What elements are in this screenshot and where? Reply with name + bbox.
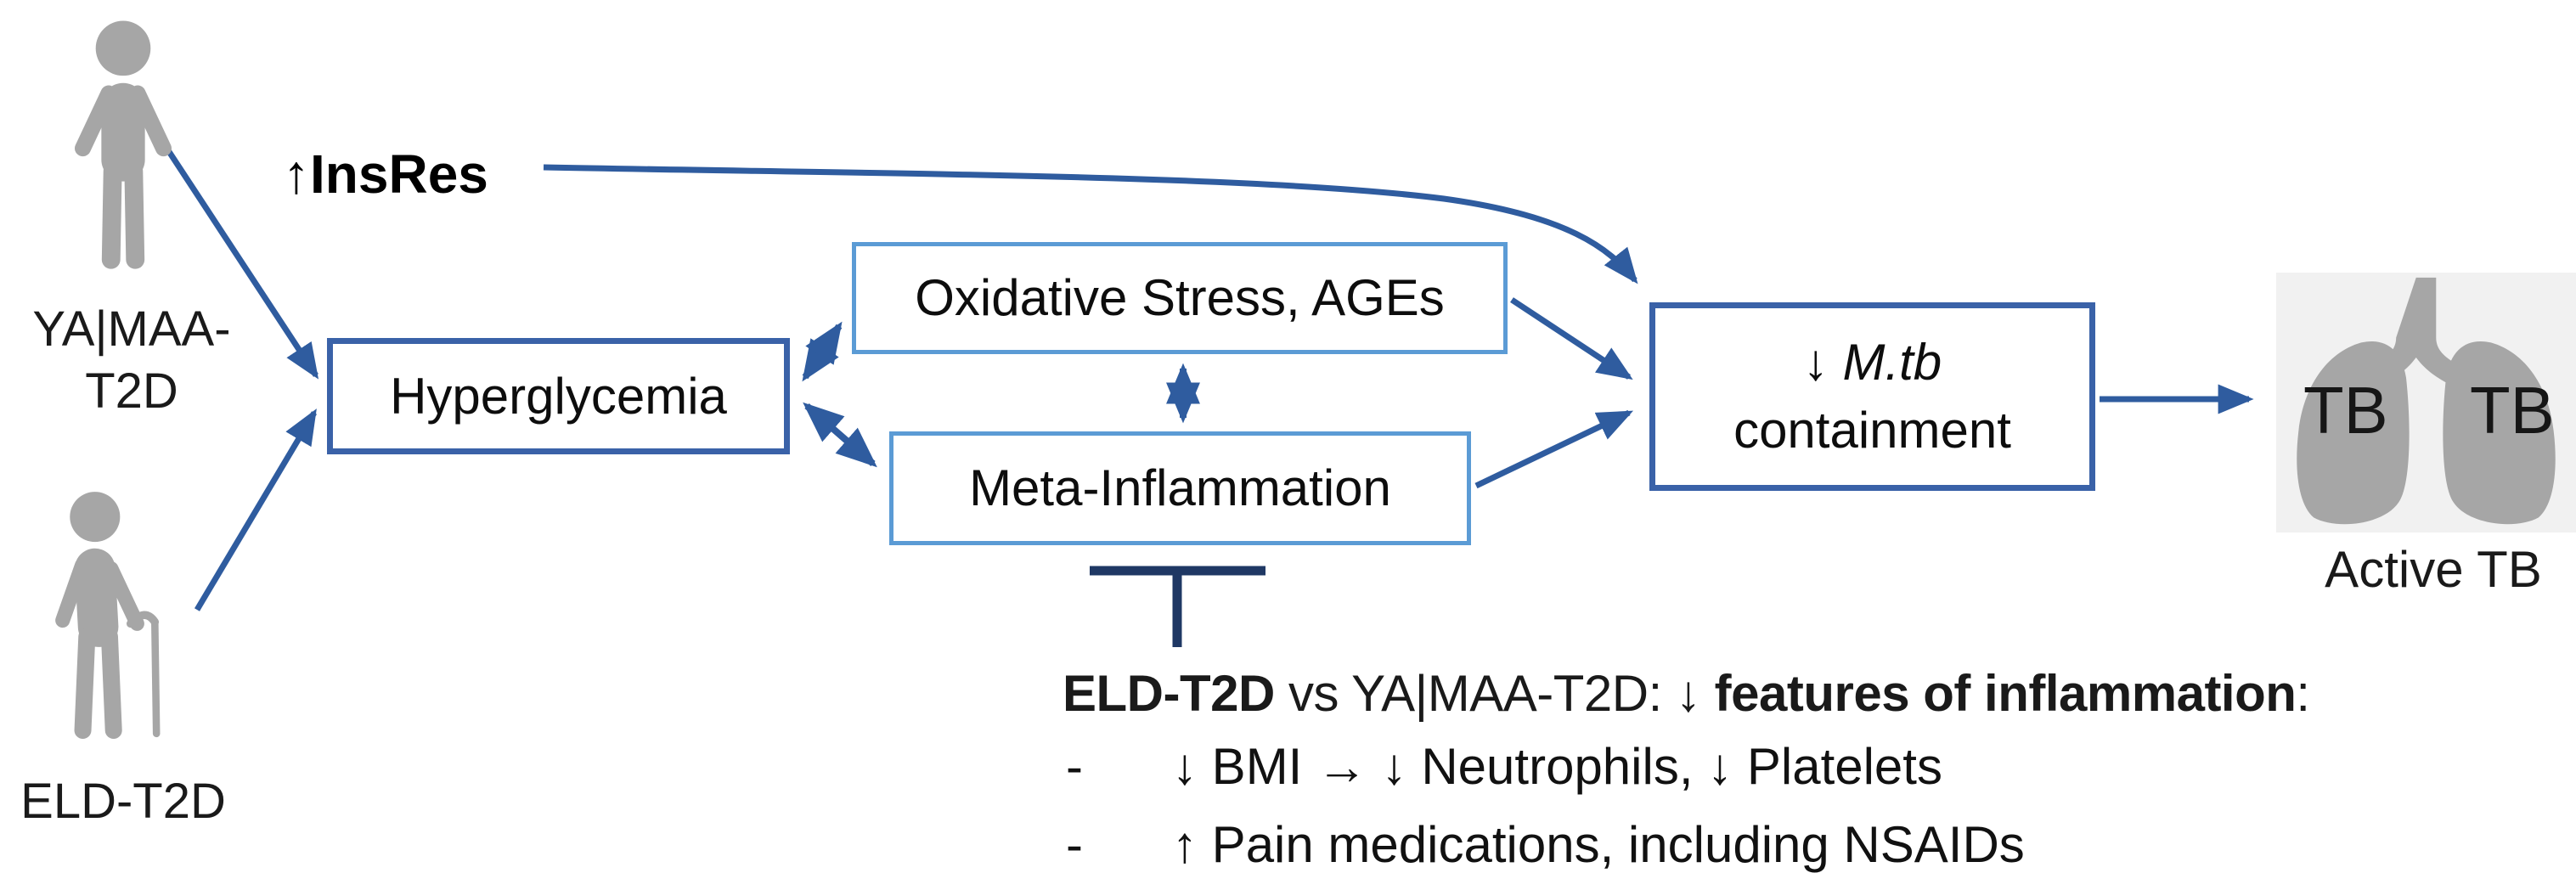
arrow-meta-to-mtb — [1474, 409, 1634, 489]
annotation-heading-bold2: ↓ features of inflammation — [1675, 665, 2297, 722]
arrow-hyperglycemia-meta — [803, 402, 877, 468]
bullet-marker: - — [1066, 738, 1083, 795]
tb-left-text: TB — [2303, 373, 2388, 448]
inhibitor-tbar — [1090, 566, 1265, 647]
mtb-containment-label: ↓ M.tb containment — [1733, 335, 2011, 459]
annotation-heading-normal2: : — [2296, 665, 2310, 722]
oxidative-stress-box: Oxidative Stress, AGEs — [852, 242, 1508, 354]
annotation-heading-normal1: vs YA|MAA-T2D: — [1274, 665, 1676, 722]
young-adult-label-line1: YA|MAA- — [32, 301, 231, 357]
tb-right-text: TB — [2470, 373, 2555, 448]
meta-inflammation-box: Meta-Inflammation — [889, 431, 1471, 545]
annotation-heading-bold1: ELD-T2D — [1063, 665, 1275, 722]
bullet-marker: - — [1066, 816, 1083, 873]
young-adult-label-line2: T2D — [85, 363, 178, 419]
annotation-bullet-2: - ↑ Pain medications, including NSAIDs — [1066, 815, 2025, 874]
arrow-hyperglycemia-oxidative — [802, 321, 843, 382]
lungs-icon — [2276, 273, 2576, 532]
insres-label: ↑InsRes — [283, 143, 488, 206]
insres-label-text: ↑InsRes — [283, 144, 488, 205]
elderly-label-text: ELD-T2D — [20, 774, 226, 829]
young-adult-label: YA|MAA- T2D — [8, 299, 255, 422]
meta-inflammation-label: Meta-Inflammation — [969, 459, 1391, 516]
arrow-oxidative-to-mtb — [1510, 297, 1633, 380]
down-arrow-glyph: ↓ — [1802, 334, 1829, 391]
bullet-text: ↓ BMI → ↓ Neutrophils, ↓ Platelets — [1172, 738, 1942, 795]
active-tb-caption: Active TB — [2293, 540, 2573, 599]
mtb-line1: ↓ M.tb — [1803, 335, 1942, 391]
arrow-elderly-to-hyperglycemia — [194, 408, 318, 611]
mtb-containment-box: ↓ M.tb containment — [1649, 302, 2095, 491]
elderly-label: ELD-T2D — [0, 771, 246, 833]
hyperglycemia-label: Hyperglycemia — [390, 367, 727, 425]
bullet-text: ↑ Pain medications, including NSAIDs — [1172, 816, 2025, 873]
annotation-heading: ELD-T2D vs YA|MAA-T2D: ↓ features of inf… — [1063, 664, 2310, 723]
left-lung-lobe — [2297, 341, 2410, 525]
hyperglycemia-box: Hyperglycemia — [327, 338, 790, 454]
annotation-bullet-1: - ↓ BMI → ↓ Neutrophils, ↓ Platelets — [1066, 737, 1942, 796]
oxidative-stress-label: Oxidative Stress, AGEs — [915, 269, 1445, 326]
young-adult-icon — [75, 20, 172, 269]
active-tb-caption-text: Active TB — [2325, 541, 2542, 598]
right-lung-lobe — [2443, 341, 2556, 525]
elderly-icon — [55, 492, 161, 740]
mtb-species-italic: M.tb — [1842, 334, 1942, 391]
mtb-line2: containment — [1733, 402, 2011, 459]
